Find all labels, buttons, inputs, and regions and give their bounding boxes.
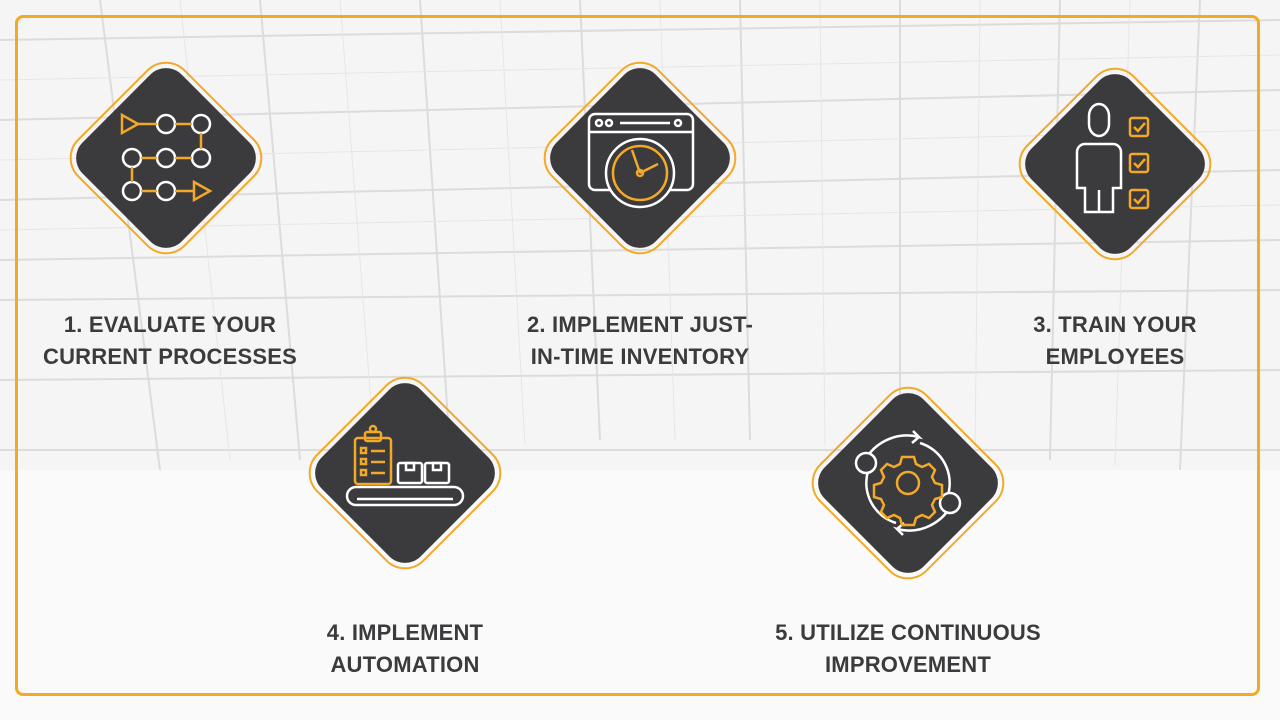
step-2-title: 2. IMPLEMENT JUST- IN-TIME INVENTORY (480, 309, 800, 373)
step-2-title-line2: IN-TIME INVENTORY (530, 344, 750, 369)
step-1-diamond (46, 38, 286, 278)
step-4-title-line2: AUTOMATION (330, 652, 480, 677)
step-3-title-line1: 3. TRAIN YOUR (1033, 312, 1197, 337)
accent-frame (15, 15, 1260, 696)
step-3-diamond (995, 44, 1235, 284)
step-2-diamond (520, 38, 760, 278)
step-5-title-line2: IMPROVEMENT (825, 652, 991, 677)
step-2-title-line1: 2. IMPLEMENT JUST- (526, 312, 754, 337)
step-3-title: 3. TRAIN YOUR EMPLOYEES (955, 309, 1275, 373)
browser-clock-icon (543, 61, 737, 255)
step-1-title: 1. EVALUATE YOUR CURRENT PROCESSES (10, 309, 330, 373)
process-flow-icon (69, 61, 263, 255)
step-5-title-line1: 5. UTILIZE CONTINUOUS (775, 620, 1041, 645)
step-4-title: 4. IMPLEMENT AUTOMATION (245, 617, 565, 681)
step-5-diamond (788, 363, 1028, 603)
step-1-title-line2: CURRENT PROCESSES (43, 344, 297, 369)
step-4-diamond (285, 353, 525, 593)
conveyor-automation-icon (308, 376, 502, 570)
step-5-title: 5. UTILIZE CONTINUOUS IMPROVEMENT (728, 617, 1088, 681)
gear-cycle-icon (811, 386, 1005, 580)
step-1-title-line1: 1. EVALUATE YOUR (63, 312, 277, 337)
employee-checklist-icon (1018, 67, 1212, 261)
step-3-title-line2: EMPLOYEES (1045, 344, 1185, 369)
step-4-title-line1: 4. IMPLEMENT (326, 620, 484, 645)
